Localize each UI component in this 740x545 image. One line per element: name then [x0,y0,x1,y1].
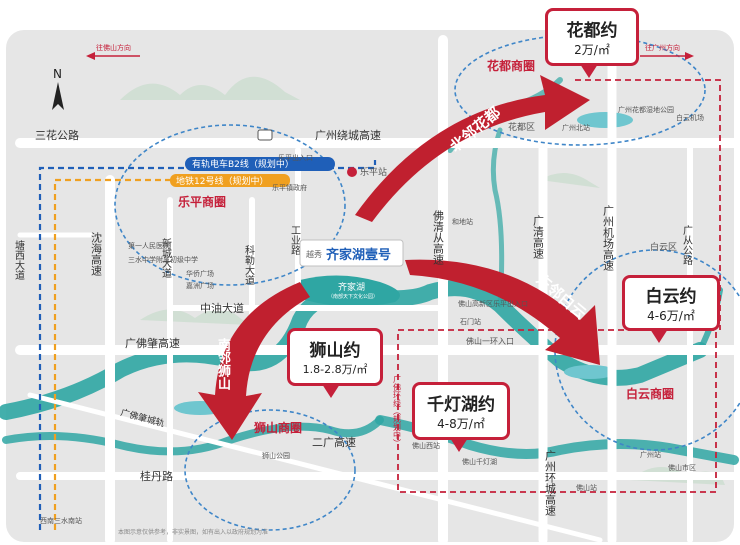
road-sanhua: 三花公路 [35,129,79,142]
callout-baiyun: 白云约 4-6万/㎡ [622,275,720,331]
poi-ledajin: 白云机场 [676,113,704,122]
poi-qijiahu: 齐家湖 [338,281,365,293]
road-foqing: 佛清从高速 [432,210,445,265]
exit-icon [257,129,273,141]
metro-b2-label: 有轨电车B2线（规划中） [192,158,294,170]
callout-huadu-value: 2万/㎡ [574,43,610,57]
metro-b2-tag [185,157,335,171]
metro-12-label: 地铁12号线（规划中） [176,175,268,187]
road-guangfozhao: 广佛肇高速 [125,336,180,350]
arrow-south-label: 南邻狮山 [215,338,230,390]
poi-hedi: 和地站 [452,217,473,226]
callout-shishan: 狮山约 1.8-2.8万/㎡ [287,328,383,386]
road-guidan: 桂丹路 [140,469,173,483]
metro-12-tag [170,174,290,187]
baiyun-lake [564,365,616,379]
compass: N [52,67,64,110]
compass-north: N [53,67,62,81]
poi-leping-exit: 乐平出入口 [278,153,313,162]
arrow-south [198,282,310,440]
project-brand: 越秀 [306,249,322,259]
road-shenhai: 沈海高速 [90,231,103,276]
poi-shimen: 石门站 [460,317,481,326]
poi-hx-park: 华侨广场 [186,269,214,278]
callout-baiyun-value: 4-6万/㎡ [647,309,695,323]
road-tangxi: 塘西大道 [13,239,25,280]
footnote: 本图示意仅供参考，非实景图，如有出入以政府规划为准 [118,528,268,536]
callout-huadu-tail [580,64,598,78]
road-gongye: 工业路 [289,225,301,256]
poi-huashan: 佛山市区 [668,463,696,472]
road-huancheng: 广州环城高速 [544,450,557,516]
road-keqin: 科勒大道 [243,244,255,285]
district-shishan: 狮山商圈 [253,420,302,435]
road-guangqing: 广清高速 [532,215,545,259]
callout-qiandeng-title: 千灯湖约 [427,395,495,415]
road-zhongyou: 中油大道 [200,301,244,315]
district-huadu: 花都商圈 [487,58,535,73]
project-box [299,239,404,267]
poi-leping-gov: 乐平镇政府 [272,183,307,192]
callout-shishan-tail [322,384,340,398]
poi-xizhang: 佛山西站 [412,441,440,450]
district-baiyun-area: 白云区 [650,241,677,253]
callout-shishan-value: 1.8-2.8万/㎡ [302,363,368,376]
poi-nanhai-exit: 佛山高新区乐平出入口 [458,299,528,308]
poi-sanshui-park: 狮山公园 [262,451,290,460]
poi-foshan-station: 佛山站 [576,483,597,492]
right-arrow-icon [685,52,694,60]
pois: 乐平站 乐平出入口 乐平镇政府 第一人民医院 三水中学附属初级中学 华侨广场 嘉… [40,105,704,525]
huadu-zone [575,79,721,330]
poi-hospital: 第一人民医院 [128,241,170,250]
district-leping: 乐平商圈 [178,194,226,209]
project-marker: 越秀 齐家湖壹号 [299,239,404,267]
callout-qiandeng: 千灯湖约 4-8万/㎡ [412,382,510,440]
project-name: 齐家湖壹号 [326,247,391,263]
road-guangcong: 广从公路 [681,225,693,266]
callout-qiandeng-tail [450,438,468,452]
poi-foshan-ring: 佛山一环入口 [466,336,514,346]
arrow-east [405,259,600,365]
poi-qijiahu-sub: （南部天下文化公园） [328,293,378,300]
qijiahu-lake [300,275,400,307]
callout-baiyun-title: 白云约 [645,287,697,307]
callout-baiyun-tail [650,329,668,343]
commercial-circles [114,34,740,531]
road-erguang: 二广高速 [312,435,356,449]
road-raocheng: 广州绕城高速 [315,128,381,142]
road-xincheng: 新城大道 [160,237,172,278]
train-station-icon [347,167,357,177]
road-airport: 广州机场高速 [602,205,615,271]
compass-needle-icon [52,82,64,110]
poi-school: 三水中学附属初级中学 [128,255,198,264]
poi-sanshui: 西南三水南站 [40,516,82,525]
arrow-north [355,75,590,222]
poi-baiyun-station: 广州站 [640,450,661,459]
callout-huadu: 花都约 2万/㎡ [545,8,639,66]
direction-arrows [198,75,600,440]
callout-qiandeng-value: 4-8万/㎡ [437,417,485,431]
metro-lines [38,160,377,530]
roads [15,35,739,545]
huadu-lake [577,112,633,128]
direction-guangzhou: 往广州方向 [645,43,680,52]
district-huadu-area: 花都区 [508,121,535,133]
poi-leping-station: 乐平站 [360,166,387,178]
poi-jiazhou: 嘉洲广场 [186,281,214,290]
district-baiyun: 白云商圈 [626,386,674,401]
poi-qiandeng-lake: 佛山千灯湖 [462,457,497,466]
poi-huadu-north: 广州北站 [562,123,590,132]
callout-shishan-title: 狮山约 [309,341,361,361]
road-labels: 三花公路 广州绕城高速 广佛肇高速 中油大道 桂丹路 二广高速 [35,128,381,483]
direction-foshan: 往佛山方向 [96,43,131,52]
left-arrow-icon [86,52,95,60]
callout-huadu-title: 花都约 [566,21,618,41]
road-huancheng-line: 广佛环线（规划中） [393,374,402,447]
poi-huadu-park: 广州花都湿地公园 [618,105,674,114]
